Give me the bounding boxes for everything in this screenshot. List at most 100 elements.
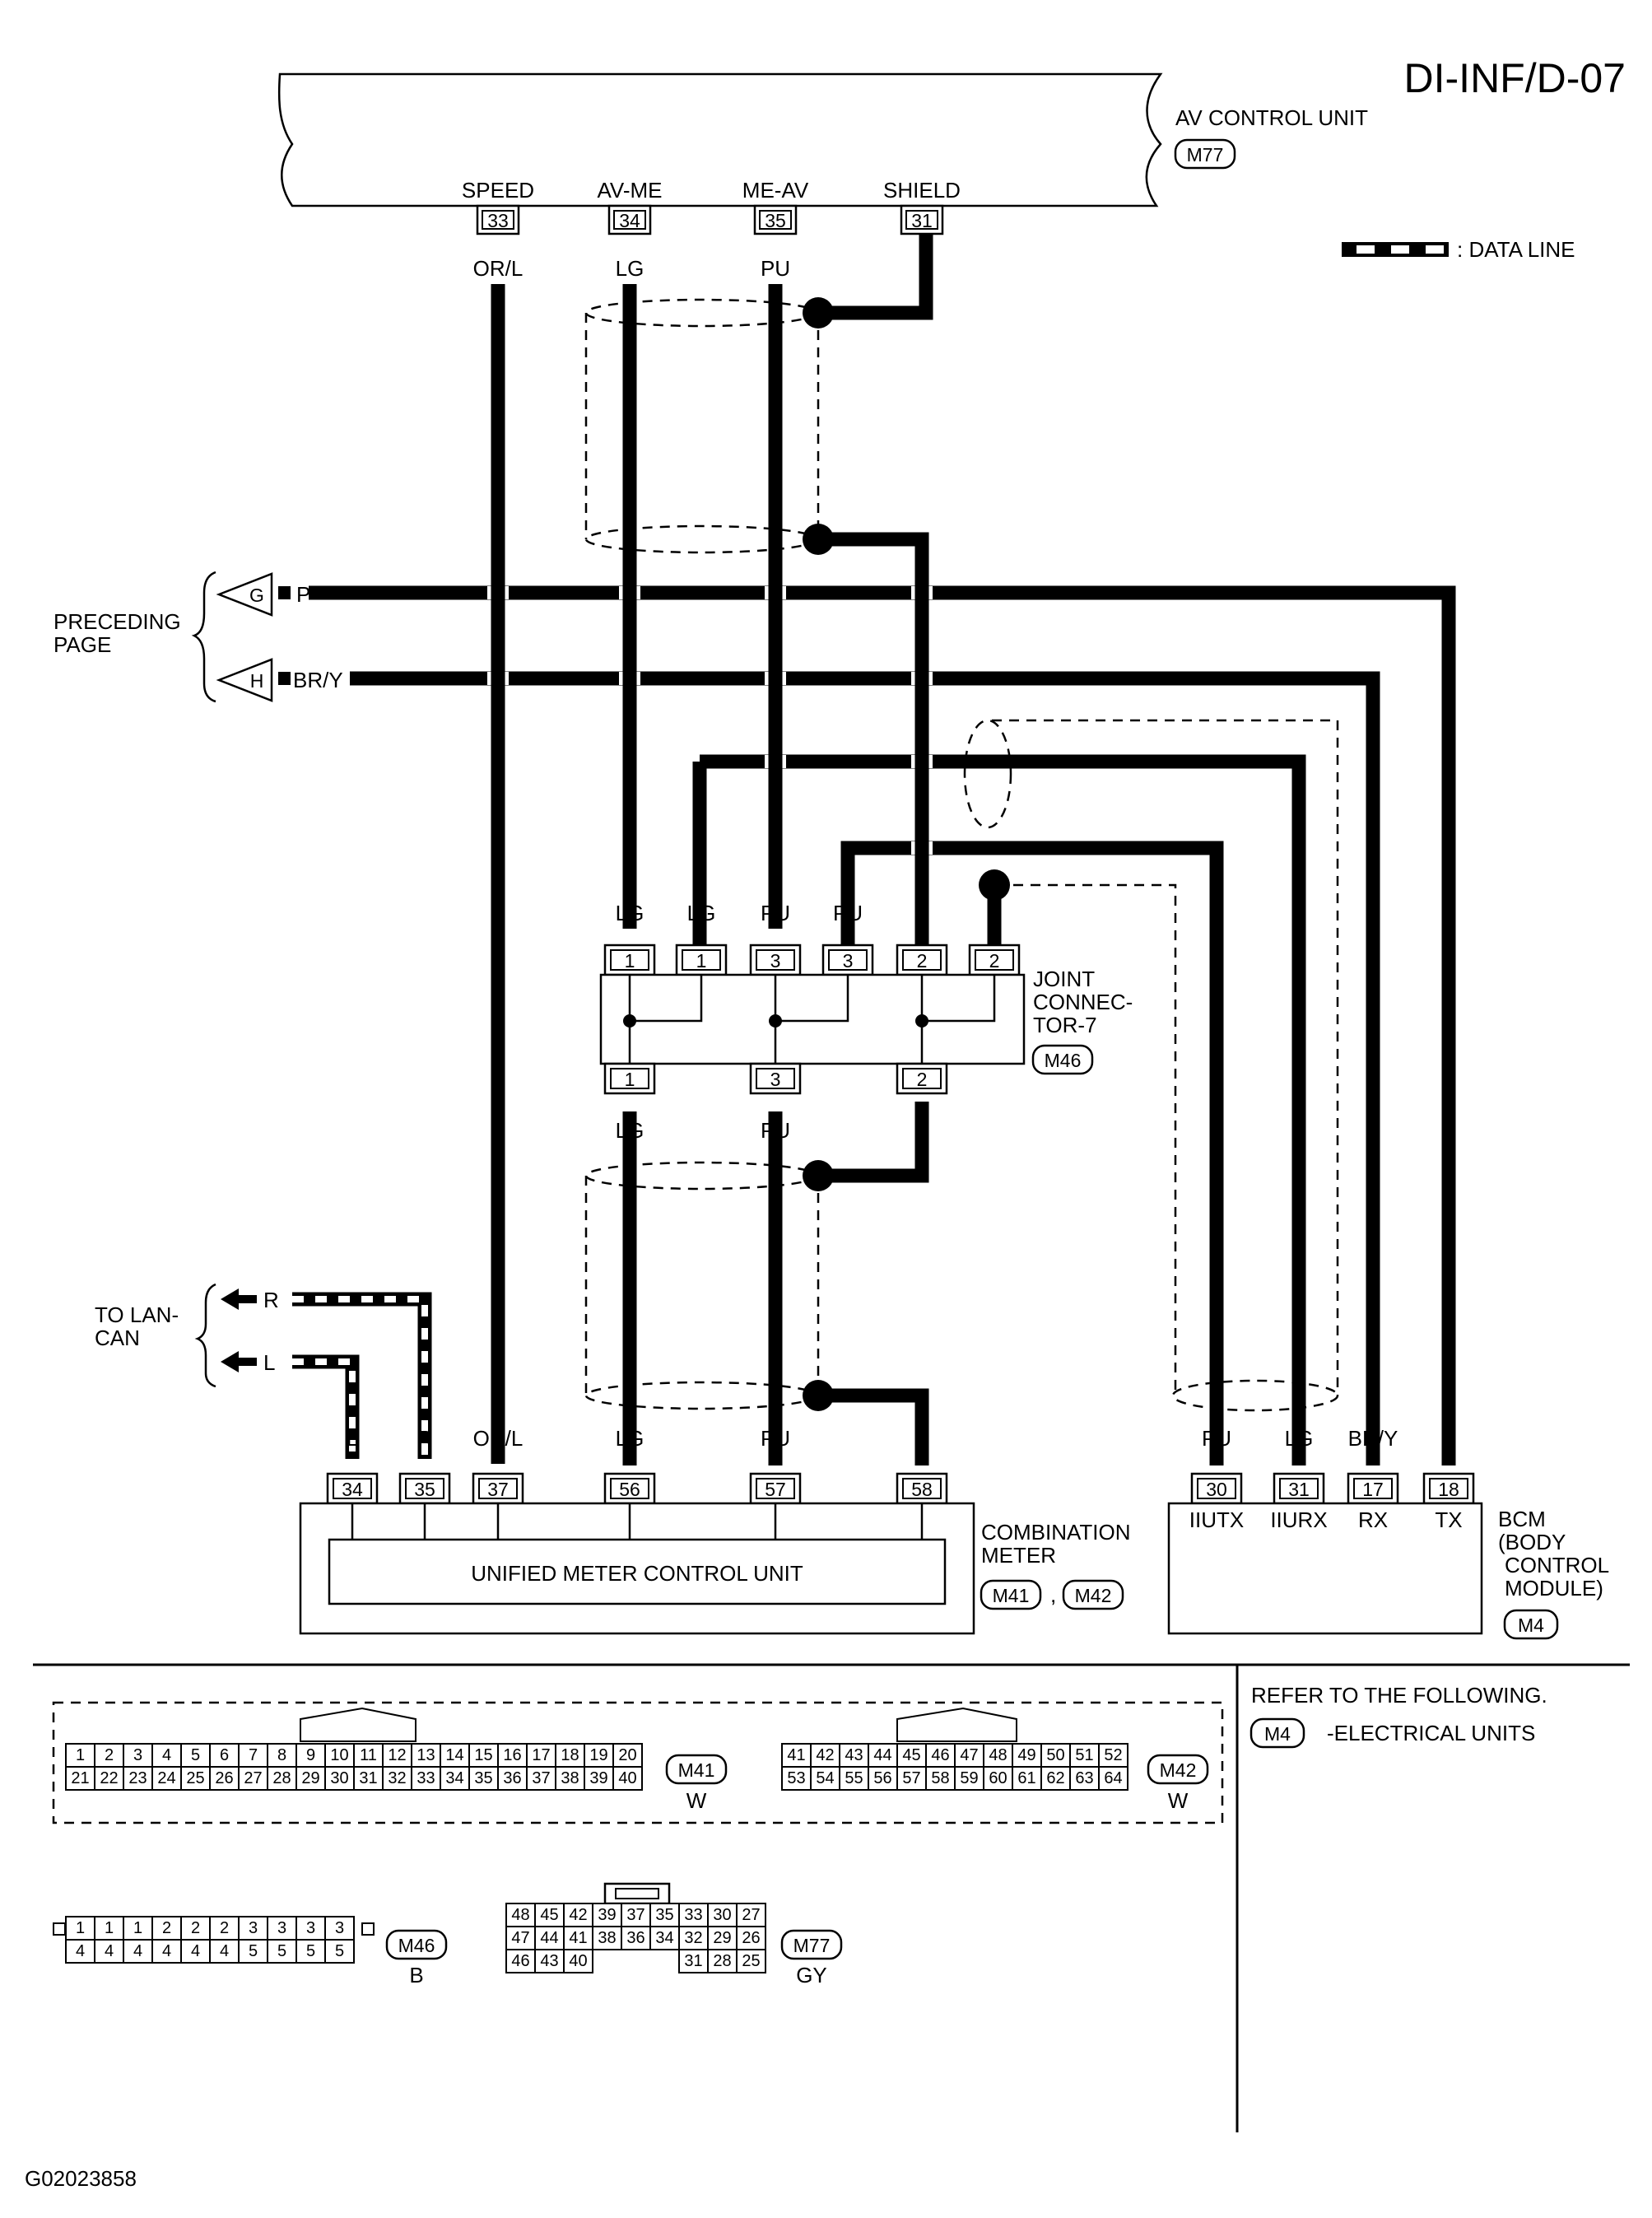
m46-cell [65,1939,95,1964]
m77-cell-label: 37 [626,1906,645,1924]
connector-badge-m4-refer [1249,1717,1305,1749]
jc-bottom-pin-3: 3 [749,1062,802,1095]
connector-badge-m46 [1031,1044,1094,1075]
svg-text:3: 3 [843,950,854,972]
svg-text:RX: RX [1358,1507,1388,1532]
svg-text:2: 2 [917,950,928,972]
m41-cell-label: 30 [330,1769,348,1787]
m46-cell-label: 4 [220,1942,229,1960]
svg-text:LG: LG [687,901,716,925]
m41-cell [382,1766,412,1791]
m41-cell-label: 28 [272,1769,291,1787]
m42-cell [868,1743,898,1768]
m41-cell-label: 15 [474,1746,492,1764]
svg-text:35: 35 [765,210,786,231]
m41-cell-label: 40 [618,1769,636,1787]
svg-text:PU: PU [833,901,863,925]
svg-text:MODULE): MODULE) [1505,1576,1603,1601]
m46-cell-label: 2 [191,1919,200,1937]
svg-text:BCM: BCM [1498,1507,1546,1531]
m46-cell [65,1916,95,1941]
m42-cell-label: 61 [1017,1769,1035,1787]
wire-p [309,585,1456,1465]
svg-text:56: 56 [619,1479,640,1500]
svg-text:PAGE: PAGE [54,632,111,657]
svg-text:35: 35 [414,1479,435,1500]
m41-cell-label: 33 [416,1769,435,1787]
svg-text:H: H [250,670,264,692]
svg-text:LG: LG [616,901,645,925]
m41-cell-label: 27 [244,1769,262,1787]
meter-pin-37: 37 [472,1472,524,1505]
signal-me-av: ME-AV [742,178,809,203]
m41-cell-label: 25 [186,1769,204,1787]
signal-speed: SPEED [462,178,534,203]
av-pin-34: 34 [607,204,652,235]
m46-cell [324,1939,355,1964]
m41-cell-label: 16 [503,1746,521,1764]
wire-pu-bcm [840,841,1224,1465]
m42-cell-label: 57 [902,1769,920,1787]
preceding-page: PRECEDING PAGE G P H BR/Y [54,571,343,703]
m41-cell-label: 4 [162,1746,171,1764]
m46-cell-label: 1 [133,1919,142,1937]
svg-text:M4: M4 [1264,1723,1291,1745]
m41-cell [295,1743,326,1768]
m42-cell [1012,1766,1042,1791]
m46-cell-label: 4 [76,1942,85,1960]
svg-text:GY: GY [796,1963,827,1987]
svg-text:M46: M46 [398,1935,435,1956]
m77-cell-label: 25 [742,1952,760,1970]
m41-cell [209,1766,240,1791]
wire-color-pu: PU [761,256,790,281]
m41-cell [267,1743,297,1768]
m41-cell-label: 36 [503,1769,521,1787]
svg-text:1: 1 [625,1069,635,1090]
m77-cell [563,1949,593,1973]
m77-cell [592,1903,622,1927]
m41-cell-label: 23 [128,1769,147,1787]
m77-cell-label: 48 [511,1906,529,1924]
m41-cell [526,1766,556,1791]
m42-cell-label: 55 [845,1769,863,1787]
svg-text:34: 34 [619,210,640,231]
m41-cell [555,1766,585,1791]
m77-cell [621,1926,651,1950]
m42-cell [1040,1766,1071,1791]
m42-cell [839,1766,869,1791]
m41-cell-label: 37 [532,1769,550,1787]
m41-cell [180,1766,211,1791]
m77-cell-label: 40 [569,1952,587,1970]
meter-pin-35: 35 [398,1472,451,1505]
svg-text:3: 3 [770,1069,781,1090]
m77-cell-label: 28 [713,1952,731,1970]
wire-crossing-gaps [487,586,933,855]
m41-cell-label: 22 [100,1769,118,1787]
m41-cell [440,1743,470,1768]
meter-pin-58: 58 [896,1472,948,1505]
m77-cell-label: 42 [569,1906,587,1924]
svg-text:G: G [249,585,264,606]
svg-text:17: 17 [1362,1479,1384,1500]
svg-text:-ELECTRICAL UNITS: -ELECTRICAL UNITS [1327,1721,1535,1745]
signal-shield: SHIELD [883,178,961,203]
m42-cell-label: 64 [1104,1769,1122,1787]
arrow-h: H BR/Y [216,658,343,702]
m41-cell-label: 34 [445,1769,463,1787]
figure-id: G02023858 [25,2166,137,2191]
wire-br-y [350,671,1380,1465]
svg-text:33: 33 [487,210,509,231]
svg-text:57: 57 [765,1479,786,1500]
svg-text:18: 18 [1438,1479,1459,1500]
m42-cell-label: 43 [845,1746,863,1764]
data-line-legend-label: : DATA LINE [1457,237,1575,262]
connector-badge-m41 [980,1579,1042,1610]
av-control-unit: AV CONTROL UNIT M77 SPEED AV-ME ME-AV SH… [277,72,1368,207]
m42-cell [1069,1766,1100,1791]
m41-cell-label: 31 [359,1769,377,1787]
m41-cell [209,1743,240,1768]
svg-text:M41: M41 [993,1585,1030,1606]
m46-cell-label: 1 [105,1919,114,1937]
